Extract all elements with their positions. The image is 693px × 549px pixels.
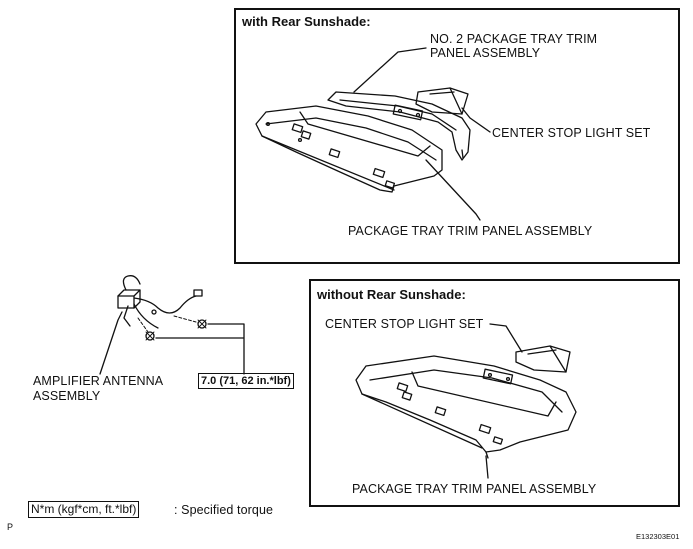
label-stop-light-with: CENTER STOP LIGHT SET — [492, 126, 651, 140]
package-tray-shape — [255, 105, 443, 193]
legend-description: : Specified torque — [174, 503, 274, 517]
leader-amplifier — [99, 311, 123, 375]
label-no2-tray-line1: NO. 2 PACKAGE TRAY TRIM — [430, 32, 598, 46]
without-sunshade-title: without Rear Sunshade: — [317, 287, 466, 302]
center-stop-light-shape-without — [515, 345, 571, 373]
label-stop-light-without: CENTER STOP LIGHT SET — [325, 317, 484, 331]
dashed-bolt-line-2 — [137, 317, 149, 333]
package-tray-shape-without — [355, 355, 577, 459]
bolt-shapes — [145, 319, 207, 341]
without-sunshade-panel — [309, 279, 680, 507]
leader-stop-light-without — [489, 323, 523, 353]
leader-tray-with — [425, 159, 481, 221]
label-amplifier-line1: AMPLIFIER ANTENNA — [33, 374, 164, 388]
leader-no2-tray — [353, 47, 427, 93]
with-sunshade-panel — [234, 8, 680, 264]
no2-package-tray-shape — [327, 91, 471, 161]
center-stop-light-shape-with — [415, 87, 469, 115]
label-tray-with: PACKAGE TRAY TRIM PANEL ASSEMBLY — [348, 224, 593, 238]
label-tray-without: PACKAGE TRAY TRIM PANEL ASSEMBLY — [352, 482, 597, 496]
leader-stop-light-with — [461, 107, 491, 133]
dashed-bolt-line-1 — [173, 315, 197, 323]
label-amplifier-line2: ASSEMBLY — [33, 389, 101, 403]
leader-tray-without — [485, 455, 489, 479]
corner-letter: P — [7, 522, 14, 532]
figure-id: E132303E01 — [636, 532, 680, 541]
label-no2-tray-line2: PANEL ASSEMBLY — [430, 46, 541, 60]
torque-leader — [155, 323, 245, 375]
with-sunshade-title: with Rear Sunshade: — [242, 14, 371, 29]
torque-value: 7.0 (71, 62 in.*lbf) — [198, 373, 294, 389]
amplifier-antenna-shape — [117, 275, 203, 329]
legend-torque-unit: N*m (kgf*cm, ft.*lbf) — [28, 501, 140, 518]
